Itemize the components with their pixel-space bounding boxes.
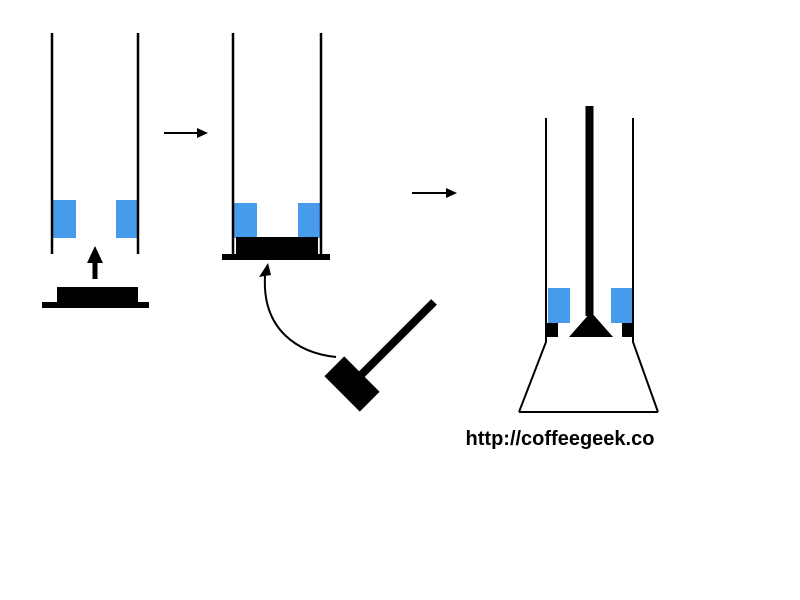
curved-arrow-icon — [259, 263, 337, 358]
right-arrow-icon — [412, 188, 457, 198]
step3-finished-tamper — [518, 106, 659, 413]
gasket-left-icon — [53, 200, 76, 238]
curved-arrow-shaft — [263, 275, 337, 358]
right-arrow-icon — [164, 128, 208, 138]
right-arrow-head — [197, 128, 208, 138]
rod-shaft — [585, 106, 594, 316]
cap-plug — [57, 287, 138, 302]
up-arrow-head — [87, 246, 103, 263]
cap-icon — [42, 287, 149, 308]
gasket-left-icon — [234, 203, 257, 238]
up-arrow-shaft — [92, 260, 98, 279]
right-arrow-head — [446, 188, 457, 198]
up-arrow-icon — [87, 246, 103, 279]
funnel-left-wall — [518, 118, 547, 413]
step1-tube-assembly — [42, 33, 149, 308]
retainer-notch-left-icon — [546, 323, 558, 337]
cap-flange — [42, 302, 149, 308]
mallet-icon — [324, 299, 437, 412]
caption-url: http://coffeegeek.co — [466, 428, 655, 450]
tamper-tip-icon — [569, 312, 613, 337]
gasket-right-icon — [611, 288, 633, 323]
mallet-head — [324, 356, 380, 412]
retainer-notch-right-icon — [622, 323, 633, 337]
funnel-right-wall — [632, 118, 659, 413]
gasket-right-icon — [116, 200, 139, 238]
cap-flange — [222, 254, 330, 260]
step2-tube-assembly — [222, 33, 437, 412]
gasket-left-icon — [548, 288, 570, 323]
gasket-right-icon — [298, 203, 321, 238]
cap-seated-icon — [222, 237, 330, 260]
mallet-handle — [346, 299, 437, 390]
tamper-rod-icon — [569, 106, 613, 337]
cap-plug — [236, 237, 318, 254]
curved-arrow-head — [259, 263, 271, 277]
